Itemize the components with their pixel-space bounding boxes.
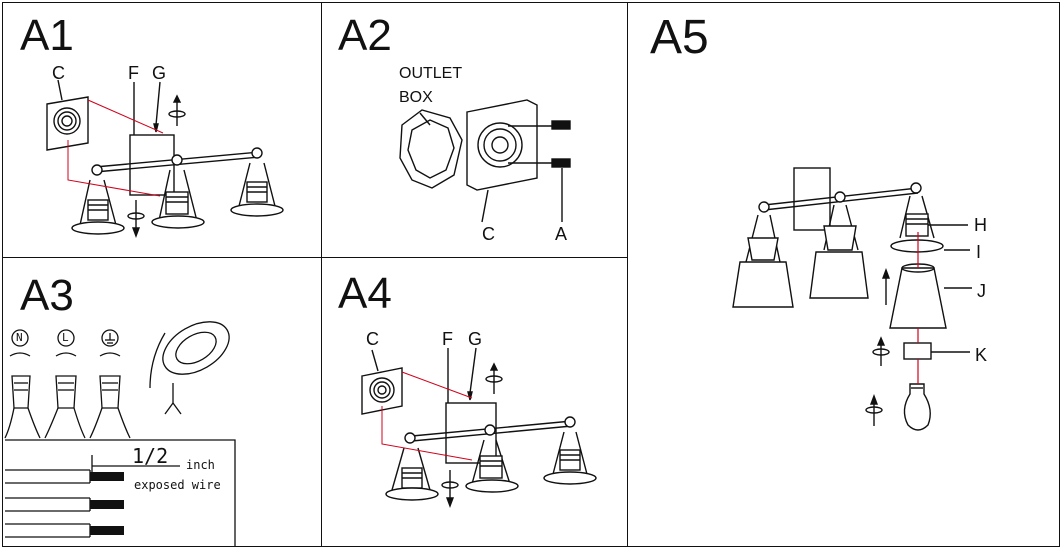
label-outlet: OUTLET (399, 65, 463, 82)
mounting-plate-c (466, 99, 538, 191)
lamp-left (732, 201, 794, 308)
panel-a5-title: A5 (650, 11, 709, 64)
neutral-symbol (11, 329, 29, 347)
ground-symbol (101, 329, 119, 347)
electrical-tape (162, 321, 230, 375)
label-c: C (482, 224, 495, 244)
a1-guide-lines (67, 99, 164, 197)
light-bulb (903, 383, 931, 431)
lamp-holder-right (543, 416, 597, 485)
lamp-holder-middle (151, 154, 205, 229)
lamp-holder-left (385, 432, 439, 501)
line-symbol-letter: L (62, 331, 69, 344)
screw-top (551, 120, 571, 130)
unit-label: inch (186, 458, 215, 472)
label-a: A (555, 224, 568, 244)
label-c: C (366, 329, 379, 349)
line-symbol (57, 329, 75, 347)
outlet-box (399, 109, 463, 189)
label-box: BOX (399, 89, 433, 106)
lamp-holder-middle (465, 424, 519, 493)
ring-i (890, 239, 944, 253)
panel-a5: A5 H I J K (628, 0, 1060, 549)
fraction-label: 1/2 (132, 444, 169, 468)
neutral-symbol-letter: N (16, 331, 23, 344)
mounting-plate-c (46, 96, 89, 151)
screw-bottom (551, 158, 571, 168)
exposed-wire-tip (90, 500, 124, 509)
label-f: F (442, 329, 453, 349)
exposed-wire-box (5, 439, 236, 546)
label-i: I (976, 242, 982, 262)
a4-guide-lines (381, 371, 473, 461)
label-j: J (977, 281, 986, 301)
divider-horizontal (2, 257, 628, 258)
panel-a3-title: A3 (20, 271, 74, 320)
panel-a4: A4 C F G (322, 258, 628, 549)
lamp-right-holder (890, 182, 944, 253)
panel-a1: A1 C F G (0, 0, 322, 258)
shade-j (889, 267, 947, 329)
nut-k (903, 342, 932, 360)
lamp-middle (809, 191, 869, 299)
a5-illustration (732, 167, 972, 431)
label-c: C (52, 63, 65, 83)
label-g: G (468, 329, 483, 349)
a4-illustration (361, 347, 597, 508)
a3-illustration (4, 321, 236, 546)
mounting-plate-c (361, 367, 403, 415)
label-f: F (128, 63, 139, 83)
exposed-wire-tip (90, 472, 124, 481)
label-h: H (974, 215, 987, 235)
panel-a2: A2 OUTLET BOX C A (322, 0, 628, 258)
panel-a4-title: A4 (338, 269, 392, 318)
lamp-holder-left (71, 164, 125, 235)
label-k: K (975, 345, 988, 365)
lamp-holder-right (230, 147, 284, 217)
exposed-wire-label: exposed wire (134, 478, 221, 492)
panel-a1-title: A1 (20, 11, 74, 60)
label-g: G (152, 63, 167, 83)
exposed-wire-tip (90, 526, 124, 535)
a1-illustration (46, 79, 284, 238)
divider-vertical-left (321, 2, 322, 547)
panel-a3: A3 (0, 258, 322, 549)
a2-illustration (399, 99, 571, 223)
divider-vertical-right (627, 2, 628, 547)
panel-a2-title: A2 (338, 11, 392, 60)
